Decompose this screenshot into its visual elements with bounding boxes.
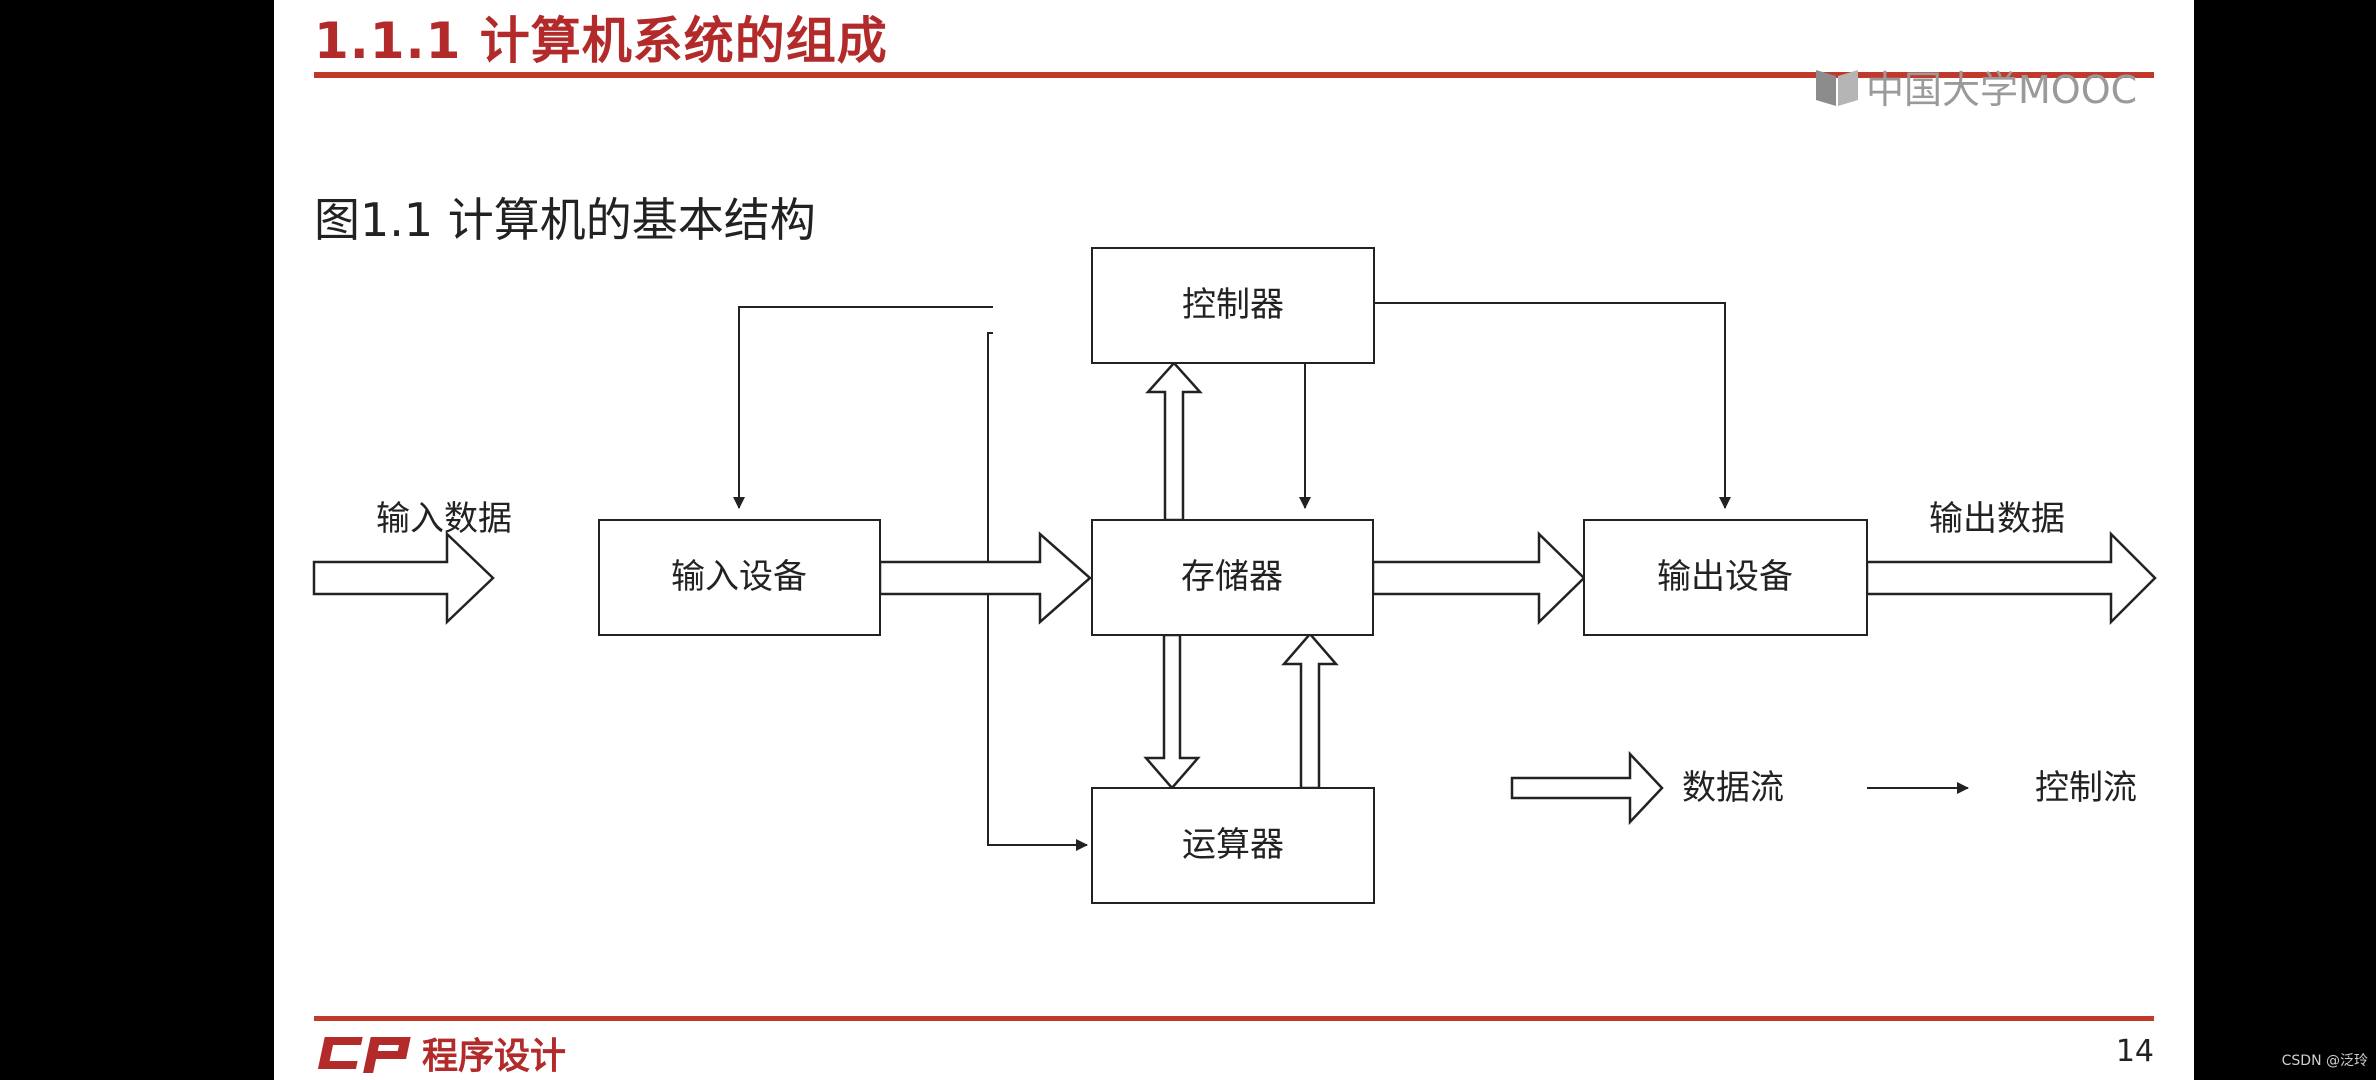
controller-label: 控制器 xyxy=(1182,285,1284,325)
page-number: 14 xyxy=(2115,1034,2154,1069)
data-arrow-input-to-memory xyxy=(878,531,1092,625)
title-rule xyxy=(314,72,2154,78)
figure-caption: 图1.1 计算机的基本结构 xyxy=(314,193,816,247)
cp-logo-icon xyxy=(317,1037,411,1073)
data-arrow-output-data xyxy=(1865,530,2157,626)
data-arrow-alu-to-memory xyxy=(1281,632,1339,790)
slide-title: 1.1.1 计算机系统的组成 xyxy=(314,12,888,70)
control-line-to-input xyxy=(733,306,993,509)
computer-structure-diagram: 控制器 输入设备 存储器 输出设备 运算器 输入数据 输出数据 数据流 控制流 xyxy=(312,247,2157,904)
csdn-watermark: CSDN @泛玲 xyxy=(2281,1053,2368,1069)
legend-control-flow-label: 控制流 xyxy=(2035,768,2137,808)
mooc-book-icon xyxy=(1816,70,1858,106)
footer-logo: 程序设计 xyxy=(314,1028,566,1078)
legend-data-flow-label: 数据流 xyxy=(1682,768,1784,808)
footer-rule xyxy=(314,1016,2154,1021)
legend-data-flow-arrow xyxy=(1510,750,1664,826)
mooc-logo: 中国大学MOOC xyxy=(1814,58,2137,114)
slide: 1.1.1 计算机系统的组成 中国大学MOOC 图1.1 计算机的基本结构 xyxy=(274,0,2194,1080)
output-device-label: 输出设备 xyxy=(1657,557,1793,597)
controller-box xyxy=(1091,247,1375,364)
output-data-label: 输出数据 xyxy=(1929,499,2065,539)
data-arrow-memory-to-output xyxy=(1371,531,1586,625)
data-arrow-memory-to-controller xyxy=(1145,361,1203,522)
input-device-label: 输入设备 xyxy=(671,557,807,597)
data-arrow-memory-to-alu xyxy=(1143,633,1201,790)
input-device-box xyxy=(598,519,881,636)
input-data-label: 输入数据 xyxy=(376,499,512,539)
memory-label: 存储器 xyxy=(1181,557,1283,597)
memory-box xyxy=(1091,519,1374,636)
output-device-box xyxy=(1583,519,1868,636)
alu-box xyxy=(1091,787,1375,904)
mooc-brand-text: 中国大学MOOC xyxy=(1866,67,2138,112)
data-arrow-input-data xyxy=(312,531,495,625)
footer-course-name: 程序设计 xyxy=(422,1036,567,1077)
control-line-to-output xyxy=(1374,302,1731,509)
alu-label: 运算器 xyxy=(1182,825,1284,865)
